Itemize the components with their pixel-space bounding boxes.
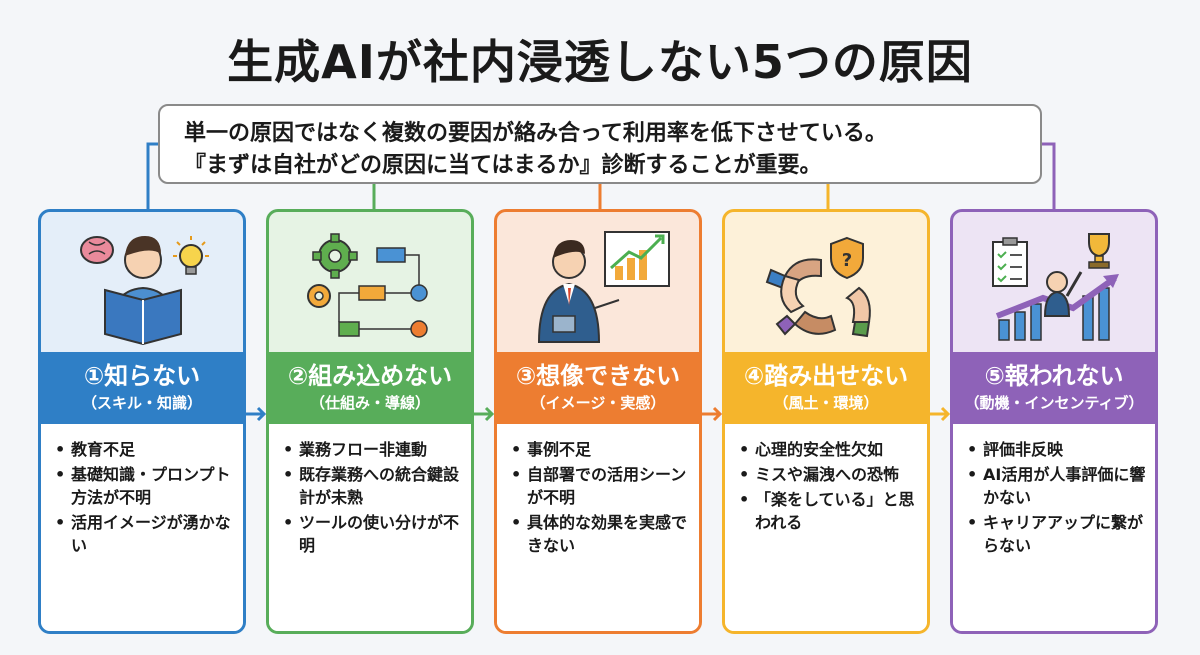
card-title: ①知らない — [83, 362, 201, 390]
card-title: ②組み込めない — [287, 362, 453, 390]
trophy-growth-checklist-icon — [992, 233, 1119, 341]
list-item: 教育不足 — [55, 438, 235, 461]
summary-box: 単一の原因ではなく複数の要因が絡み合って利用率を低下させている。 『まずは自社が… — [158, 104, 1042, 184]
arrow-right-icon — [702, 406, 723, 422]
list-item: AI活用が人事評価に響かない — [967, 463, 1147, 509]
card-title: ④踏み出せない — [743, 362, 909, 390]
presenter-growth-chart-icon — [537, 231, 670, 343]
arrow-right-icon — [246, 406, 267, 422]
list-item: 既存業務への統合鍵設計が未熟 — [283, 463, 463, 509]
arrow-right-icon — [474, 406, 495, 422]
list-item: 具体的な効果を実感できない — [511, 511, 691, 557]
cause-list: 事例不足 自部署での活用シーンが不明 具体的な効果を実感できない — [511, 438, 691, 557]
page-title: 生成AIが社内浸透しない5つの原因 — [227, 35, 973, 89]
list-item: 事例不足 — [511, 438, 691, 461]
list-item: ツールの使い分けが不明 — [283, 511, 463, 557]
cause-list: 心理的安全性欠如 ミスや漏洩への恐怖 「楽をしている」と思われる — [739, 438, 919, 534]
svg-text:?: ? — [842, 250, 852, 271]
list-item: ミスや漏洩への恐怖 — [739, 463, 919, 486]
cause-list: 評価非反映 AI活用が人事評価に響かない キャリアアップに繋がらない — [967, 438, 1147, 557]
card-subtitle: （イメージ・実感） — [530, 394, 666, 412]
list-item: キャリアアップに繋がらない — [967, 511, 1147, 557]
cause-card-3: ③想像できない （イメージ・実感） 事例不足 自部署での活用シーンが不明 具体的… — [494, 209, 702, 634]
list-item: 自部署での活用シーンが不明 — [511, 463, 691, 509]
list-item: 業務フロー非連動 — [283, 438, 463, 461]
cause-list: 業務フロー非連動 既存業務への統合鍵設計が未熟 ツールの使い分けが不明 — [283, 438, 463, 557]
student-reading-brain-lightbulb-icon — [80, 236, 209, 346]
list-item: 心理的安全性欠如 — [739, 438, 919, 461]
cause-list: 教育不足 基礎知識・プロンプト方法が不明 活用イメージが湧かない — [55, 438, 235, 557]
summary-line-2: 『まずは自社がどの原因に当てはまるか』診断することが重要。 — [184, 153, 822, 178]
connector-purple — [1042, 142, 1056, 209]
cause-card-4: ? ④踏み出せない （風土・環境） 心理的安全性欠如 ミスや漏洩への恐怖 「楽を… — [722, 209, 930, 634]
list-item: 「楽をしている」と思われる — [739, 488, 919, 534]
card-title: ③想像できない — [515, 362, 681, 390]
connector-blue — [146, 142, 158, 209]
list-item: 評価非反映 — [967, 438, 1147, 461]
card-subtitle: （動機・インセンティブ） — [964, 394, 1144, 412]
cause-card-2: ②組み込めない （仕組み・導線） 業務フロー非連動 既存業務への統合鍵設計が未熟… — [266, 209, 474, 634]
joined-hands-shield-icon: ? — [765, 236, 871, 338]
cause-card-1: ①知らない （スキル・知識） 教育不足 基礎知識・プロンプト方法が不明 活用イメ… — [38, 209, 246, 634]
cause-card-5: ⑤報われない （動機・インセンティブ） 評価非反映 AI活用が人事評価に響かない… — [950, 209, 1158, 634]
arrow-right-icon — [930, 406, 951, 422]
list-item: 基礎知識・プロンプト方法が不明 — [55, 463, 235, 509]
card-subtitle: （風土・環境） — [773, 394, 879, 412]
card-subtitle: （スキル・知識） — [81, 394, 202, 412]
gears-flowchart-icon — [307, 233, 428, 338]
list-item: 活用イメージが湧かない — [55, 511, 235, 557]
summary-line-1: 単一の原因ではなく複数の要因が絡み合って利用率を低下させている。 — [184, 121, 887, 146]
card-subtitle: （仕組み・導線） — [309, 394, 430, 412]
card-title: ⑤報われない — [984, 362, 1124, 390]
